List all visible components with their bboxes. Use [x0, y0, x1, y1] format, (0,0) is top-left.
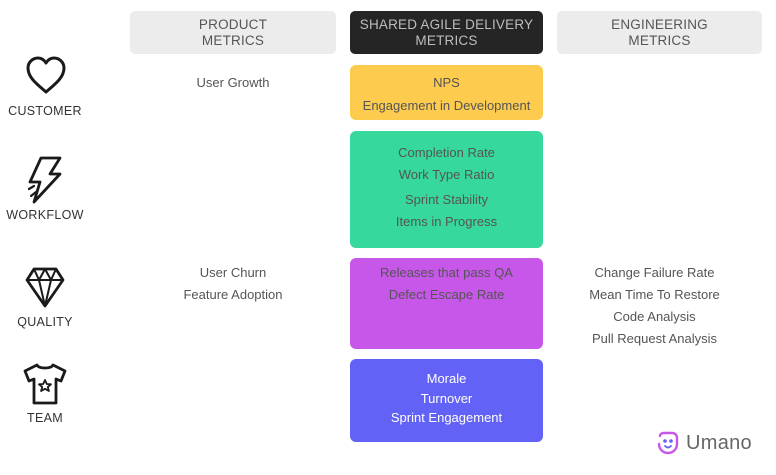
lightning-icon — [27, 156, 62, 204]
row-label-workflow: WORKFLOW — [6, 208, 84, 222]
product-metric-feature-adoption: Feature Adoption — [183, 287, 283, 302]
shared-metric-items-in-progress: Items in Progress — [395, 214, 498, 229]
shared-metric-releases-pass-qa: Releases that pass QA — [380, 265, 513, 280]
engineering-metric-pull-request-analysis: Pull Request Analysis — [591, 331, 717, 346]
product-metric-user-churn: User Churn — [199, 265, 267, 280]
engineering-metric-mean-time-to-restore: Mean Time To Restore — [589, 287, 720, 302]
brand-name: Umano — [686, 431, 752, 454]
row-label-quality: QUALITY — [17, 315, 73, 329]
umano-logo-icon — [657, 431, 679, 455]
shared-metric-turnover: Turnover — [420, 391, 473, 406]
shared-metric-defect-escape-rate: Defect Escape Rate — [388, 287, 505, 302]
shared-box-workflow — [350, 131, 543, 248]
shared-metric-sprint-engagement: Sprint Engagement — [390, 410, 503, 425]
shared-box-customer — [350, 65, 543, 120]
header-product-metrics: PRODUCT METRICS — [130, 11, 336, 54]
header-shared-metrics: SHARED AGILE DELIVERY METRICS — [350, 11, 543, 54]
tshirt-icon — [23, 363, 67, 405]
shared-box-quality — [350, 258, 543, 349]
engineering-metric-change-failure-rate: Change Failure Rate — [594, 265, 715, 280]
shared-metric-nps: NPS — [433, 75, 460, 90]
brand-logo: Umano — [656, 430, 752, 456]
diamond-icon — [25, 267, 65, 308]
row-label-team: TEAM — [27, 411, 63, 425]
shared-metric-sprint-stability: Sprint Stability — [404, 192, 489, 207]
engineering-metric-code-analysis: Code Analysis — [613, 309, 696, 324]
shared-box-team — [350, 359, 543, 442]
shared-metric-work-type-ratio: Work Type Ratio — [398, 167, 495, 182]
product-metric-user-growth: User Growth — [196, 75, 270, 90]
row-label-customer: CUSTOMER — [8, 104, 82, 118]
shared-metric-completion-rate: Completion Rate — [398, 145, 495, 160]
shared-metric-engagement-in-development: Engagement in Development — [362, 98, 531, 113]
heart-icon — [26, 56, 66, 94]
header-engineering-metrics: ENGINEERING METRICS — [557, 11, 762, 54]
shared-metric-morale: Morale — [426, 371, 467, 386]
